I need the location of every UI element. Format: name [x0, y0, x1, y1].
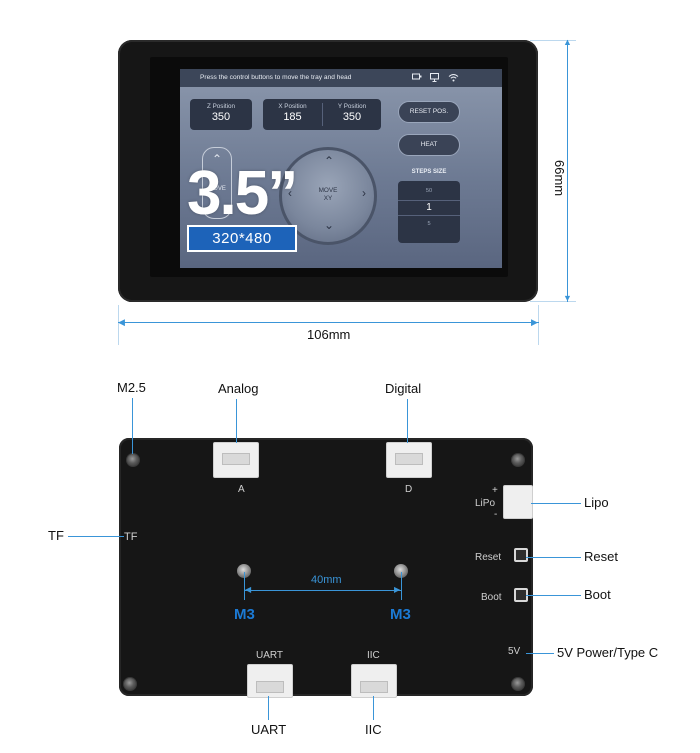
topbar-text: Press the control buttons to move the tr… — [200, 74, 352, 81]
m3-mount-right — [394, 564, 408, 578]
z-position-label: Z Position — [207, 103, 235, 110]
z-position-panel: Z Position 350 — [190, 99, 252, 130]
heat-button[interactable]: HEAT — [398, 134, 460, 156]
m25-leader — [132, 398, 133, 454]
m3-mount-left — [237, 564, 251, 578]
z-position-value: 350 — [211, 111, 231, 123]
analog-connector — [213, 442, 259, 478]
arrow-down-icon[interactable]: ⌄ — [324, 218, 335, 232]
analog-label: Analog — [218, 381, 259, 396]
steps-option-5[interactable]: 5 — [427, 221, 431, 227]
height-dimension-line — [567, 40, 568, 302]
silk-minus: - — [494, 509, 498, 520]
m3-left-label: M3 — [234, 606, 255, 623]
steps-size-title: STEPS SIZE — [411, 169, 447, 175]
iic-connector — [351, 664, 397, 698]
power-leader — [526, 653, 554, 654]
reset-pos-button[interactable]: RESET POS. — [398, 101, 460, 123]
z-move-label: MOVE — [208, 186, 226, 192]
boot-label: Boot — [584, 587, 611, 602]
arrow-right-icon[interactable]: › — [362, 186, 366, 200]
m25-label: M2.5 — [117, 380, 146, 395]
y-position-label: Y Position — [337, 103, 367, 110]
xy-position-panel: X Position 185 Y Position 350 — [263, 99, 381, 130]
height-dim-tick-top — [530, 40, 576, 41]
analog-leader — [236, 399, 237, 443]
screen-topbar: Press the control buttons to move the tr… — [180, 69, 502, 87]
m3-left-leader — [244, 572, 245, 600]
screw-top-right — [511, 453, 525, 467]
digital-connector — [386, 442, 432, 478]
silk-a: A — [238, 484, 245, 495]
steps-option-50[interactable]: 50 — [425, 188, 433, 194]
silk-iic: IIC — [367, 650, 380, 661]
silk-reset: Reset — [475, 552, 502, 563]
arrow-right-icon: ▶ — [531, 317, 538, 327]
digital-label: Digital — [385, 381, 422, 396]
width-dimension-line — [118, 322, 539, 323]
silk-tf: TF — [124, 531, 138, 543]
height-dim-tick-bottom — [530, 301, 576, 302]
silk-uart: UART — [256, 650, 284, 661]
arrow-right-icon: ▶ — [394, 585, 401, 594]
arrow-down-icon: ▼ — [563, 293, 572, 303]
reset-button[interactable] — [514, 548, 528, 562]
lipo-label: Lipo — [584, 495, 609, 510]
monitor-icon — [412, 73, 422, 82]
steps-option-1[interactable]: 1 — [398, 200, 460, 216]
z-move-button[interactable]: ⌃ MOVE — [202, 147, 232, 219]
resolution-badge: 320*480 — [187, 225, 297, 252]
chevron-up-icon: ⌃ — [211, 152, 223, 166]
y-position-value: 350 — [342, 111, 362, 123]
iic-label: IIC — [365, 722, 382, 737]
panel-divider — [322, 103, 323, 126]
x-position-value: 185 — [283, 111, 302, 123]
silk-lipo: LiPo — [475, 498, 496, 509]
power-label: 5V Power/Type C — [557, 645, 659, 660]
lipo-connector — [503, 485, 533, 519]
arrow-left-icon[interactable]: ‹ — [288, 186, 292, 200]
uart-label: UART — [251, 722, 287, 737]
display-screen: Press the control buttons to move the tr… — [180, 69, 502, 268]
screw-bottom-left — [123, 677, 137, 691]
x-position-label: X Position — [278, 103, 307, 110]
arrow-left-icon: ◀ — [245, 585, 252, 594]
height-dimension-label: 66mm — [552, 160, 567, 197]
tf-leader — [68, 536, 124, 537]
reset-leader — [526, 557, 581, 558]
width-dim-tick-right — [538, 305, 539, 345]
m3-right-label: M3 — [390, 606, 411, 623]
uart-connector — [247, 664, 293, 698]
screen-size-text: 3.5” — [187, 159, 298, 228]
arrow-up-icon[interactable]: ⌃ — [324, 154, 335, 168]
spacing-label: 40mm — [311, 574, 342, 586]
move-label: MOVE — [318, 187, 338, 194]
xy-label: XY — [323, 195, 333, 202]
steps-size-selector[interactable]: 50 1 5 — [398, 181, 460, 243]
silk-boot: Boot — [481, 592, 502, 603]
arrow-up-icon: ▲ — [563, 37, 572, 47]
arrow-left-icon: ◀ — [118, 317, 125, 327]
tf-label: TF — [48, 528, 64, 543]
width-dim-tick-left — [118, 305, 119, 345]
silk-5v: 5V — [508, 646, 521, 657]
silk-d: D — [405, 484, 413, 495]
screw-bottom-right — [511, 677, 525, 691]
silk-plus: + — [492, 485, 498, 496]
back-board — [119, 438, 533, 696]
display-icon — [430, 73, 440, 82]
digital-leader — [407, 399, 408, 443]
width-dimension-label: 106mm — [307, 327, 351, 342]
spacing-dimension-line — [245, 590, 401, 591]
m25-screw-top-left — [126, 453, 140, 467]
lipo-leader — [531, 503, 581, 504]
reset-label: Reset — [584, 549, 618, 564]
iic-leader — [373, 696, 374, 720]
wifi-icon — [448, 73, 459, 82]
uart-leader — [268, 696, 269, 720]
m3-right-leader — [401, 572, 402, 600]
boot-leader — [526, 595, 581, 596]
